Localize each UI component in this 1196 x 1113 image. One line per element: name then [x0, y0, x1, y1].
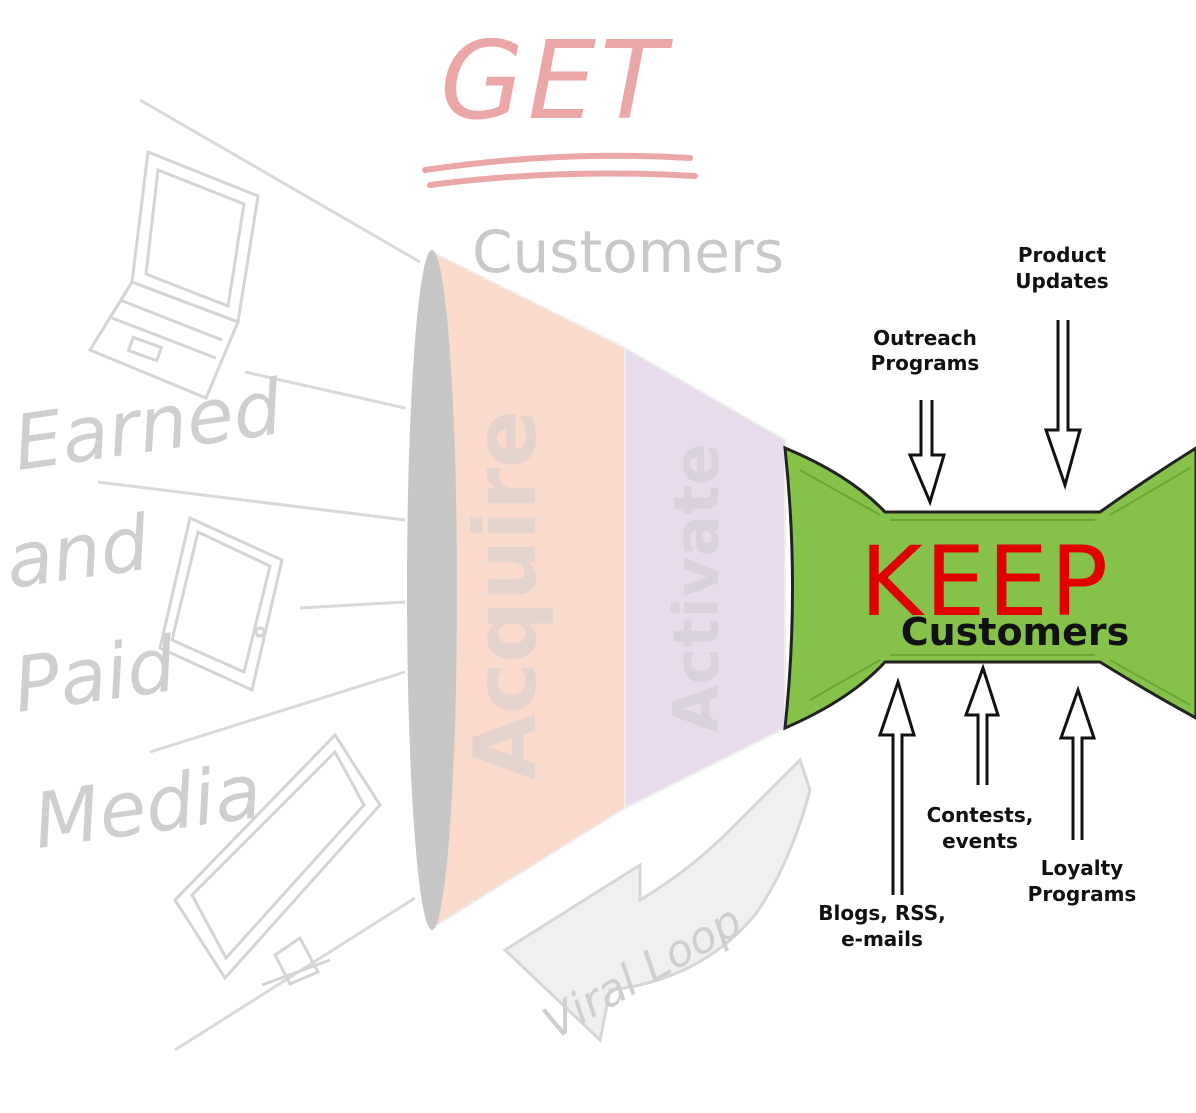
input-outreach-programs: Outreach Programs: [871, 326, 980, 507]
loyalty-label-line1: Loyalty: [1041, 856, 1123, 880]
input-loyalty-programs: Loyalty Programs: [1028, 685, 1137, 906]
keep-band-texture: [799, 467, 1191, 706]
keep-title: KEEP: [860, 526, 1110, 638]
media-line-paid: Paid: [8, 619, 181, 730]
outreach-label-line1: Outreach: [873, 326, 977, 350]
media-line-earned: Earned: [8, 362, 288, 488]
funnel-acquire-label: Acquire: [456, 410, 556, 781]
up-arrow-icon: [1058, 685, 1097, 840]
tablet-icon: [158, 515, 284, 693]
get-underline: [422, 152, 698, 188]
get-subtitle: Customers: [472, 218, 784, 286]
media-line-media: Media: [28, 746, 266, 866]
get-title: GET: [440, 19, 673, 144]
blogs-label-line2: e-mails: [841, 927, 923, 951]
get-heading: GET Customers: [422, 19, 784, 286]
down-arrow-icon: [907, 400, 947, 507]
up-arrow-icon: [877, 677, 917, 895]
up-arrow-icon: [963, 663, 1001, 785]
contests-label-line2: events: [942, 829, 1018, 853]
keep-subtitle: Customers: [901, 610, 1130, 654]
product-updates-line1: Product: [1018, 243, 1107, 267]
monitor-icon: [173, 732, 382, 987]
product-updates-line2: Updates: [1015, 269, 1108, 293]
blogs-label-line1: Blogs, RSS,: [818, 901, 946, 925]
media-line-and: and: [0, 498, 155, 606]
funnel-activate-label: Activate: [660, 443, 733, 733]
contests-label-line1: Contests,: [927, 803, 1034, 827]
input-product-updates: Product Updates: [1015, 243, 1109, 491]
viral-loop-arrow-icon: [502, 757, 812, 1043]
laptop-icon: [87, 149, 260, 400]
funnel: Acquire Activate: [407, 250, 786, 930]
keep-band-shape: [783, 445, 1196, 731]
down-arrow-icon: [1043, 320, 1082, 491]
input-blogs-rss-emails: Blogs, RSS, e-mails: [818, 677, 946, 951]
input-contests-events: Contests, events: [927, 663, 1034, 853]
loyalty-label-line2: Programs: [1028, 882, 1137, 906]
funnel-rim: [407, 250, 457, 930]
media-label: Earned and Paid Media: [0, 362, 288, 866]
keep-band: KEEP Customers: [783, 445, 1196, 731]
outreach-label-line2: Programs: [871, 351, 980, 375]
